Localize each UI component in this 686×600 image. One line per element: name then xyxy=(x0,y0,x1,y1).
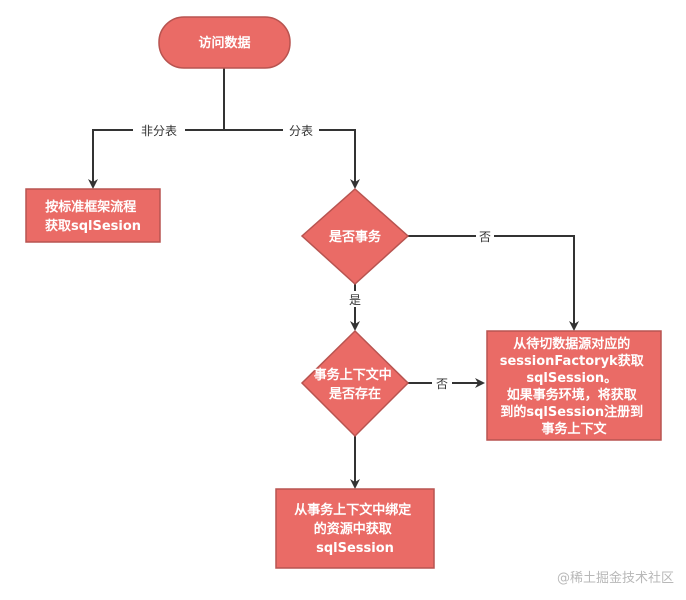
watermark: @稀土掘金技术社区 xyxy=(557,570,674,586)
is-tx-diamond xyxy=(300,187,410,286)
from-ctx-box xyxy=(275,488,435,569)
node-ctx-exists: 事务上下文中 是否存在 xyxy=(300,329,410,438)
label-ctx-no: 否 xyxy=(436,377,448,391)
node-start: 访问数据 xyxy=(158,16,291,69)
node-from-ctx: 从事务上下文中绑定 的资源中获取 sqlSession xyxy=(275,488,435,569)
node-std-flow: 按标准框架流程 获取sqlSesion xyxy=(25,188,161,243)
label-no-shard: 非分表 xyxy=(141,124,177,138)
from-factory-box xyxy=(486,330,662,441)
edge-no-shard xyxy=(88,129,224,189)
is-tx-text: 是否事务 xyxy=(328,229,382,245)
start-terminator xyxy=(158,16,291,69)
edge-tx-no xyxy=(408,235,579,331)
label-tx-yes: 是 xyxy=(349,293,361,307)
from-factory-text: 从待切数据源对应的 sessionFactoryk获取 sqlSession。 … xyxy=(500,336,648,437)
std-flow-box xyxy=(25,188,161,243)
from-ctx-text: 从事务上下文中绑定 的资源中获取 sqlSession xyxy=(294,502,416,556)
node-is-tx: 是否事务 xyxy=(300,187,410,286)
edge-labels: 非分表 分表 否 是 否 xyxy=(133,122,494,391)
start-text: 访问数据 xyxy=(198,35,250,51)
std-flow-text: 按标准框架流程 获取sqlSesion xyxy=(45,199,141,234)
label-shard: 分表 xyxy=(289,124,313,138)
node-from-factory: 从待切数据源对应的 sessionFactoryk获取 sqlSession。 … xyxy=(486,330,662,441)
label-tx-no: 否 xyxy=(479,230,491,244)
ctx-exists-text: 事务上下文中 是否存在 xyxy=(314,367,397,402)
edge-shard xyxy=(224,129,360,189)
ctx-exists-diamond xyxy=(300,329,410,438)
